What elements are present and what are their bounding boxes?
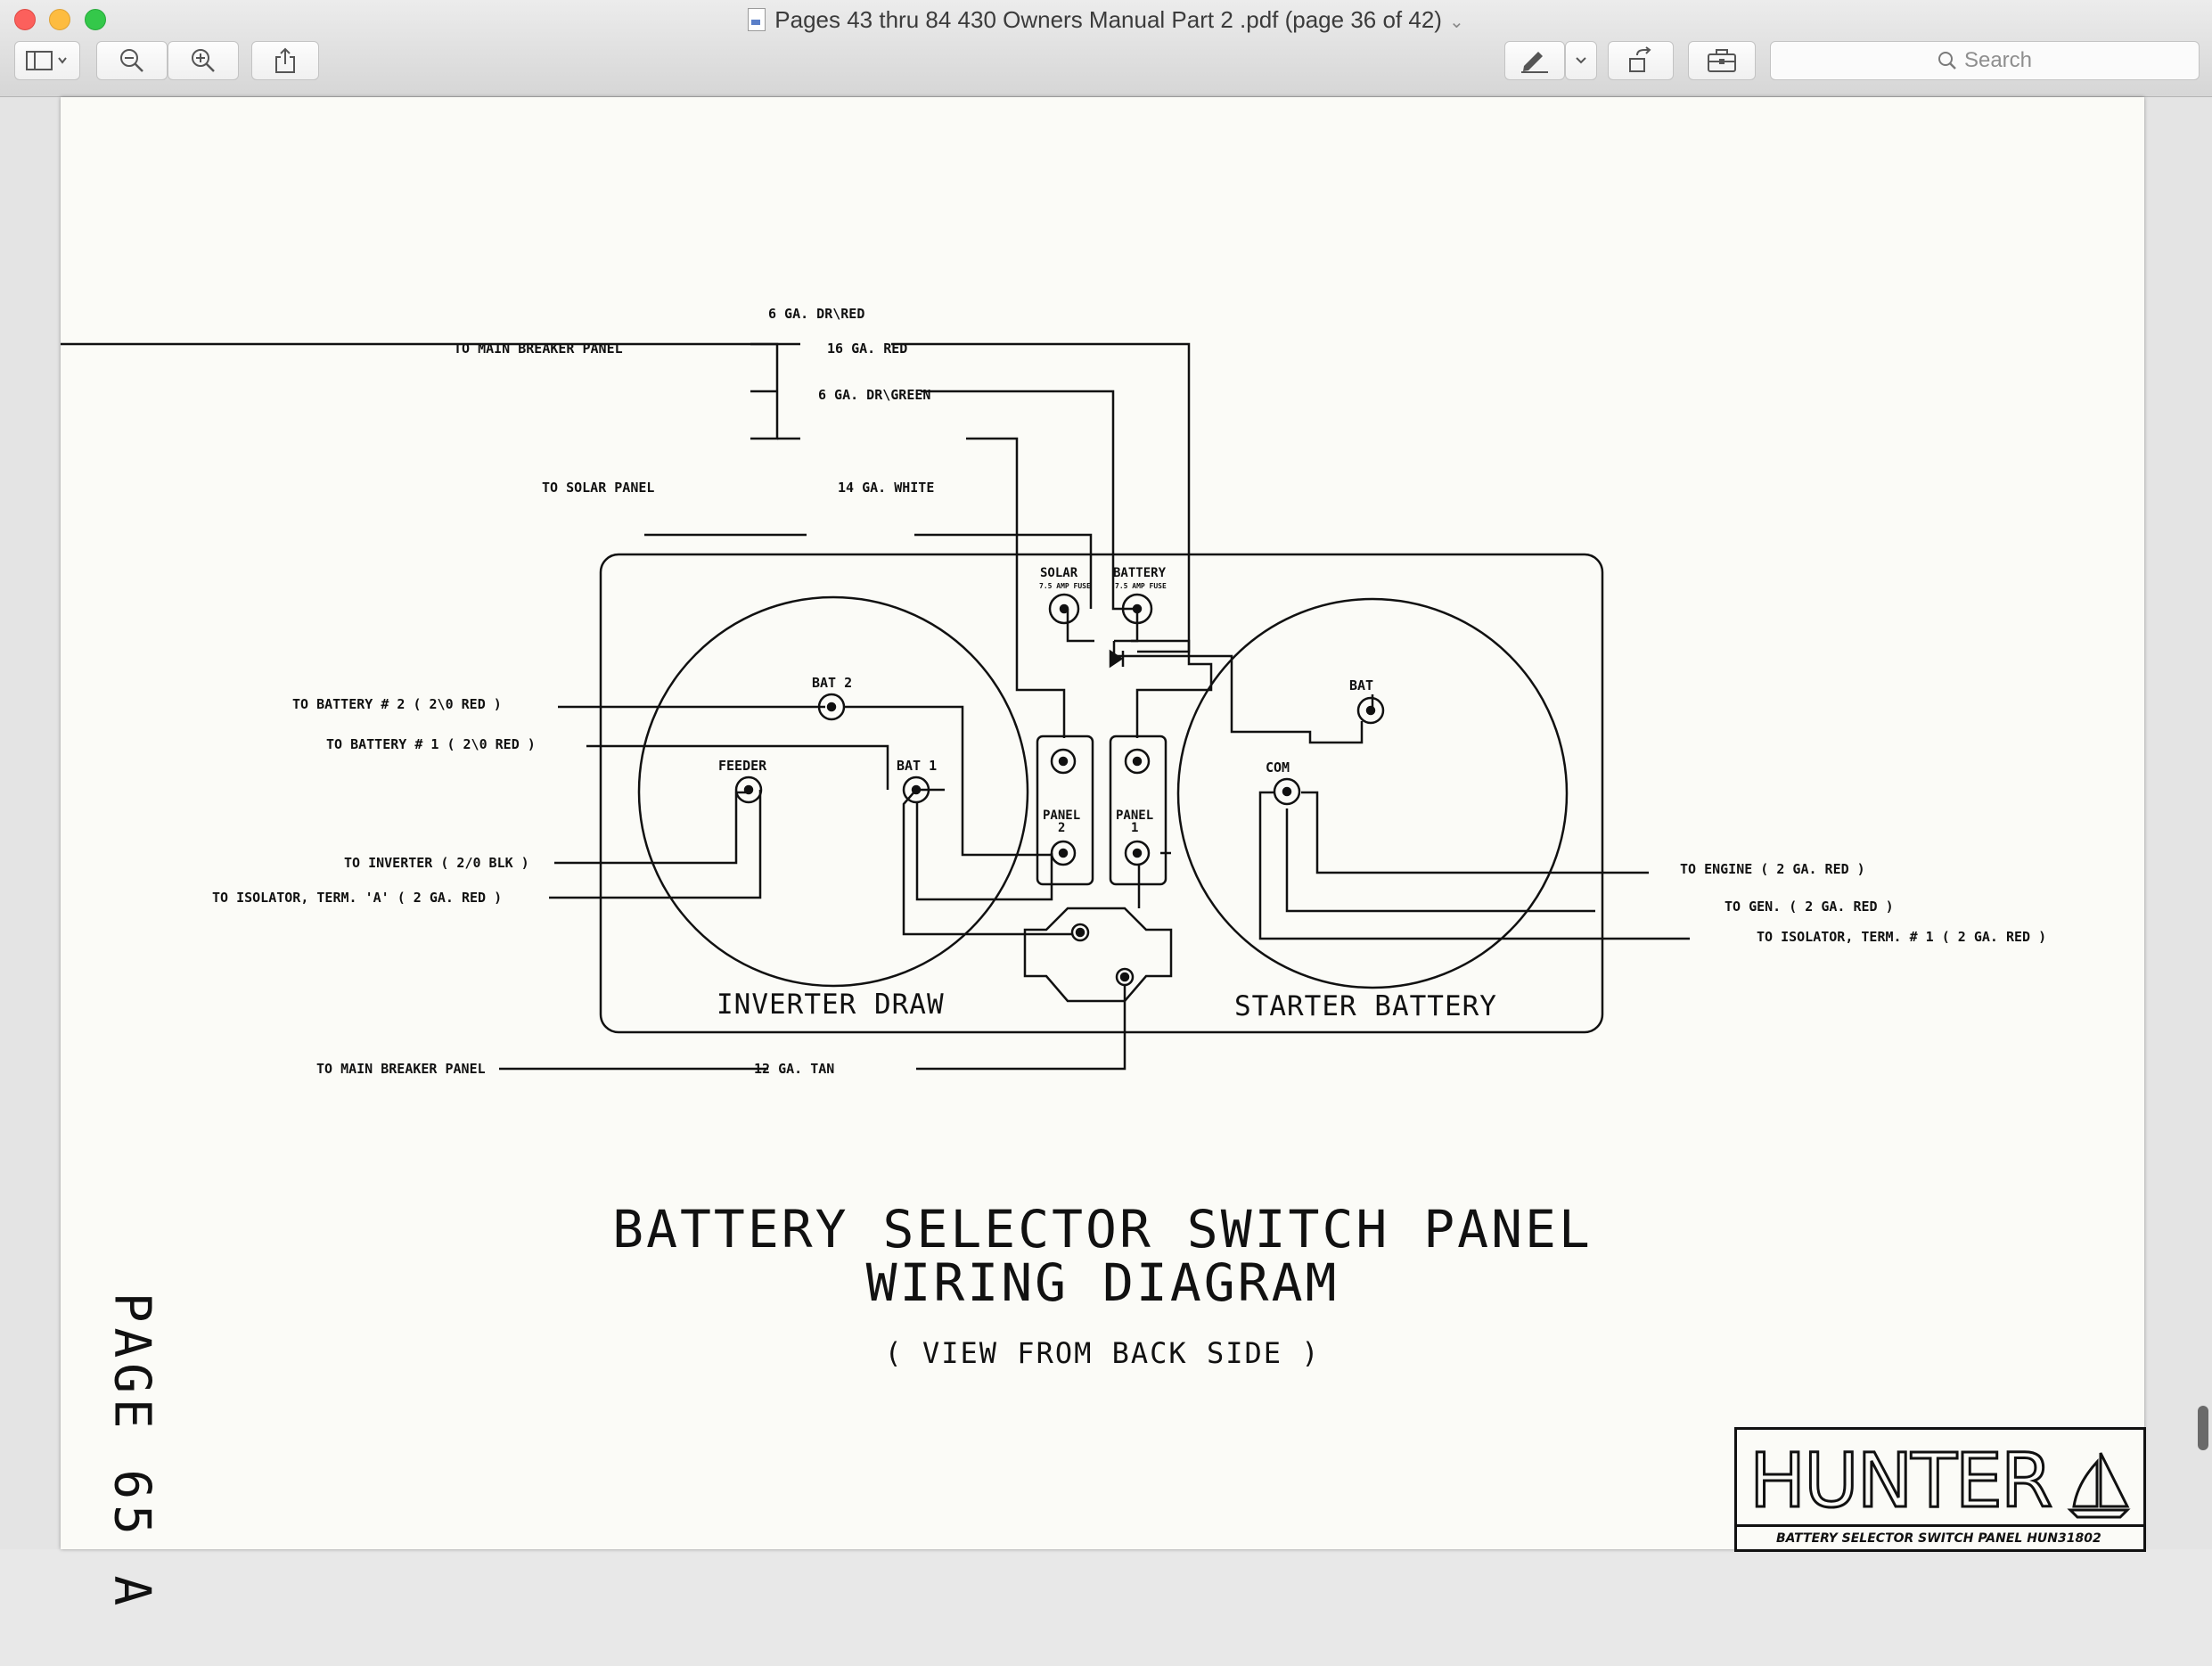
wire-label: 14 GA. WHITE	[838, 480, 935, 496]
diagram-title-line2: WIRING DIAGRAM	[865, 1252, 1339, 1313]
wire-label: TO ENGINE ( 2 GA. RED )	[1680, 861, 1865, 877]
wire-label: TO GEN. ( 2 GA. RED )	[1725, 899, 1894, 915]
chevron-down-icon: ⌄	[1448, 12, 1464, 32]
panel-label: PANEL	[1043, 808, 1081, 823]
main-switch-body	[1023, 907, 1173, 1003]
diode-symbol	[1109, 649, 1124, 669]
wiring-diagram	[61, 342, 1690, 1071]
share-button[interactable]	[251, 41, 319, 80]
wire-label: 6 GA. DR\GREEN	[818, 387, 931, 403]
wire-label: TO ISOLATOR, TERM. 'A' ( 2 GA. RED )	[212, 890, 503, 906]
panel-number: 1	[1131, 821, 1139, 835]
wire-label: TO BATTERY # 2 ( 2\0 RED )	[292, 696, 502, 712]
wire-label: 16 GA. RED	[827, 341, 908, 357]
starter-battery-switch	[1176, 597, 1569, 989]
pdf-document-icon	[748, 8, 766, 31]
markup-pen-icon	[1521, 52, 1548, 73]
zoom-in-button[interactable]	[168, 41, 239, 80]
terminal-label: BATTERY	[1113, 566, 1167, 580]
terminal-label: BAT	[1349, 677, 1374, 693]
wire-label: TO MAIN BREAKER PANEL	[454, 341, 623, 357]
search-placeholder: Search	[1963, 48, 2033, 72]
fuse-label: 7.5 AMP FUSE	[1115, 582, 1167, 590]
wire-label: TO ISOLATOR, TERM. # 1 ( 2 GA. RED )	[1757, 929, 2047, 945]
switch-label-right: STARTER BATTERY	[1234, 990, 1497, 1022]
diagram-subtitle: ( VIEW FROM BACK SIDE )	[884, 1336, 1321, 1370]
diagram-title: BATTERY SELECTOR SWITCH PANEL WIRING DIA…	[61, 1202, 2144, 1309]
terminal-label: COM	[1266, 759, 1290, 776]
close-window-button[interactable]	[14, 9, 36, 30]
zoom-in-icon	[192, 49, 215, 72]
sailboat-logo-icon	[2067, 1452, 2131, 1519]
sidebar-icon	[26, 51, 67, 70]
window-title[interactable]: Pages 43 thru 84 430 Owners Manual Part …	[0, 4, 2212, 36]
window-title-text: Pages 43 thru 84 430 Owners Manual Part …	[774, 6, 1442, 33]
rotate-button[interactable]	[1608, 41, 1674, 80]
diagram-labels: 6 GA. DR\RED TO MAIN BREAKER PANEL 16 GA…	[61, 97, 2146, 1611]
switch-label-left: INVERTER DRAW	[717, 989, 945, 1021]
hunter-logo: HUNTER	[1748, 1437, 2053, 1524]
terminal-label: FEEDER	[718, 758, 767, 774]
title-block-divider	[1737, 1524, 2143, 1527]
wire-label: TO BATTERY # 1 ( 2\0 RED )	[326, 736, 536, 752]
fuse-label: 7.5 AMP FUSE	[1039, 582, 1091, 590]
terminal-label: SOLAR	[1040, 566, 1078, 580]
terminal-label: BAT 1	[897, 758, 938, 774]
minimize-window-button[interactable]	[49, 9, 70, 30]
sidebar-button[interactable]	[14, 41, 80, 80]
title-block-caption: BATTERY SELECTOR SWITCH PANEL HUN31802	[1776, 1531, 2101, 1546]
wire-label: TO MAIN BREAKER PANEL	[316, 1061, 486, 1077]
page-number-label: PAGE 65 A	[102, 1292, 161, 1612]
title-bar: Pages 43 thru 84 430 Owners Manual Part …	[0, 0, 2212, 97]
terminal-label: BAT 2	[812, 675, 853, 691]
panel-label: PANEL	[1116, 808, 1154, 823]
wire-label: TO INVERTER ( 2/0 BLK )	[344, 855, 529, 871]
zoom-out-button[interactable]	[96, 41, 168, 80]
terminals	[734, 593, 1385, 987]
rotate-icon	[1629, 46, 1651, 72]
panel-outline	[599, 553, 1604, 1034]
toolbox-icon	[1708, 49, 1736, 72]
wire-label: 12 GA. TAN	[754, 1061, 835, 1077]
toolbox-button[interactable]	[1688, 41, 1756, 80]
share-icon	[275, 47, 295, 73]
wire-label: 6 GA. DR\RED	[768, 306, 865, 322]
maximize-window-button[interactable]	[85, 9, 106, 30]
markup-button[interactable]	[1504, 41, 1565, 80]
wire-label: TO SOLAR PANEL	[542, 480, 655, 496]
chevron-down-icon	[1576, 57, 1586, 64]
document-viewer[interactable]: 6 GA. DR\RED TO MAIN BREAKER PANEL 16 GA…	[0, 97, 2212, 1611]
diagram-title-line1: BATTERY SELECTOR SWITCH PANEL	[612, 1199, 1593, 1260]
inverter-draw-switch	[637, 595, 1029, 988]
markup-menu-button[interactable]	[1565, 41, 1597, 80]
panel-number: 2	[1058, 821, 1066, 835]
search-icon	[1938, 52, 1956, 70]
pdf-page: 6 GA. DR\RED TO MAIN BREAKER PANEL 16 GA…	[61, 97, 2146, 1611]
vertical-scrollbar-thumb[interactable]	[2198, 1406, 2208, 1450]
zoom-out-icon	[120, 49, 143, 72]
title-block: HUNTER BATTERY SELECTOR SWITCH PANEL HUN…	[1734, 1427, 2146, 1552]
search-field[interactable]: Search	[1770, 41, 2200, 80]
